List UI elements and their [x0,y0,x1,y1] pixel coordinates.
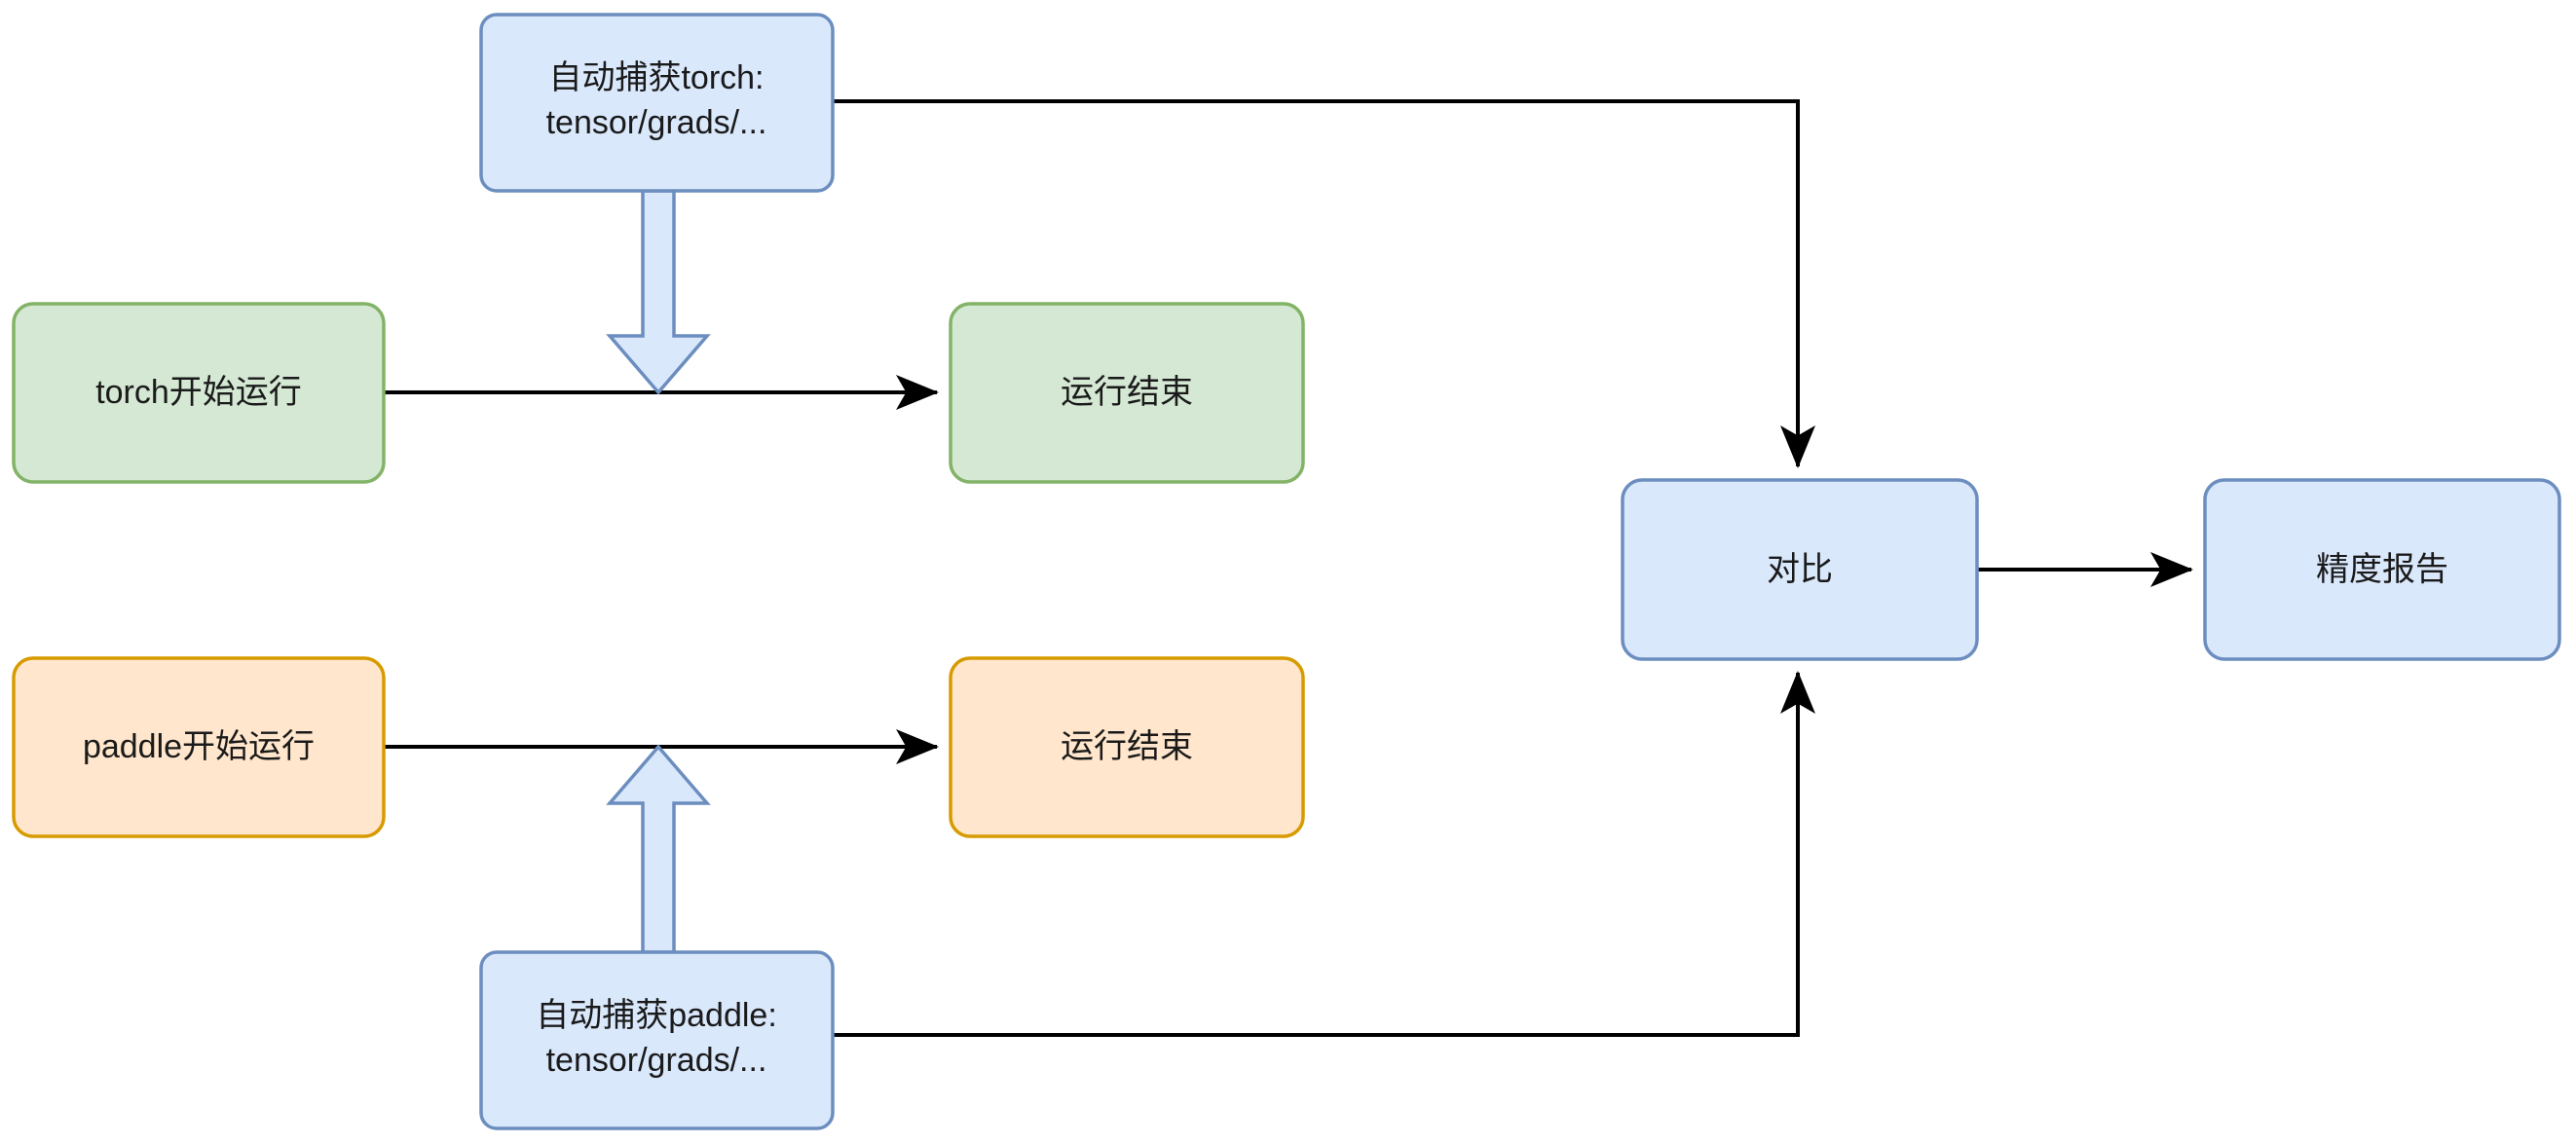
node-capture-torch-label-line2: tensor/grads/... [546,104,767,141]
node-capture-paddle[interactable]: 自动捕获paddle: tensor/grads/... [479,950,835,1130]
node-capture-paddle-shape[interactable] [479,950,835,1130]
node-capture-torch-shape[interactable] [479,13,835,193]
node-paddle-end-shape[interactable] [949,656,1305,838]
edge-capture-paddle-to-compare [833,671,1815,1037]
node-accuracy-report[interactable]: 精度报告 [2203,478,2561,661]
node-capture-paddle-label-line2: tensor/grads/... [546,1042,767,1079]
node-torch-end-label: 运行结束 [1061,374,1193,411]
node-torch-end-shape[interactable] [949,302,1305,484]
edge-capture-paddle-up-block [606,744,711,954]
node-compare-shape[interactable] [1621,478,1979,661]
edge-capture-torch-to-compare [833,99,1815,468]
node-capture-torch-label-line1: 自动捕获torch: [548,59,764,96]
node-accuracy-report-label: 精度报告 [2316,551,2448,588]
node-accuracy-report-shape[interactable] [2203,478,2561,661]
node-paddle-end[interactable]: 运行结束 [949,656,1305,838]
node-torch-start-label: torch开始运行 [95,374,302,411]
node-compare[interactable]: 对比 [1621,478,1979,661]
node-torch-start-shape[interactable] [12,302,386,484]
node-compare-label: 对比 [1767,551,1833,588]
node-torch-start[interactable]: torch开始运行 [12,302,386,484]
edge-capture-torch-down-block [606,189,711,395]
node-paddle-start-label: paddle开始运行 [83,728,315,765]
node-torch-end[interactable]: 运行结束 [949,302,1305,484]
node-paddle-start-shape[interactable] [12,656,386,838]
node-paddle-start[interactable]: paddle开始运行 [12,656,386,838]
node-paddle-end-label: 运行结束 [1061,728,1193,765]
node-capture-paddle-label-line1: 自动捕获paddle: [536,997,777,1034]
node-capture-torch[interactable]: 自动捕获torch: tensor/grads/... [479,13,835,193]
